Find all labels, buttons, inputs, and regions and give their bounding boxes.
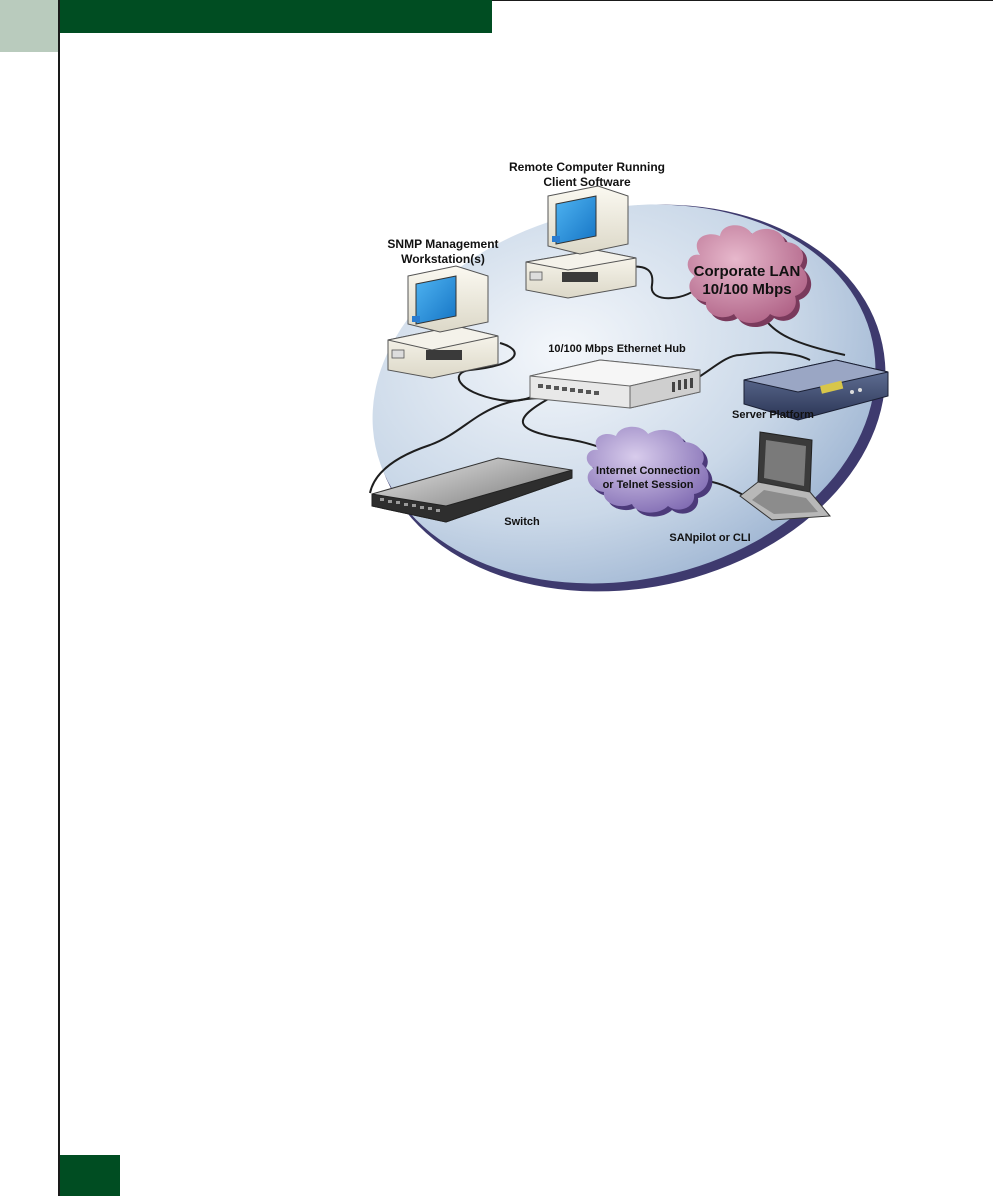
remote-label-line1: Remote Computer Running <box>509 160 665 174</box>
lan-label-line2: 10/100 Mbps <box>702 281 791 298</box>
sanpilot-label: SANpilot or CLI <box>669 532 750 544</box>
remote-label-line2: Client Software <box>543 175 631 189</box>
snmp-label-line1: SNMP Management <box>387 237 498 251</box>
internet-label-line2: or Telnet Session <box>603 479 694 491</box>
snmp-workstation-icon <box>388 266 498 378</box>
hub-label: 10/100 Mbps Ethernet Hub <box>548 343 686 355</box>
snmp-label-line2: Workstation(s) <box>401 252 485 266</box>
lan-label-line1: Corporate LAN <box>694 263 801 280</box>
switch-label: Switch <box>504 516 540 528</box>
internet-label-line1: Internet Connection <box>596 465 700 477</box>
server-label: Server Platform <box>732 409 814 421</box>
